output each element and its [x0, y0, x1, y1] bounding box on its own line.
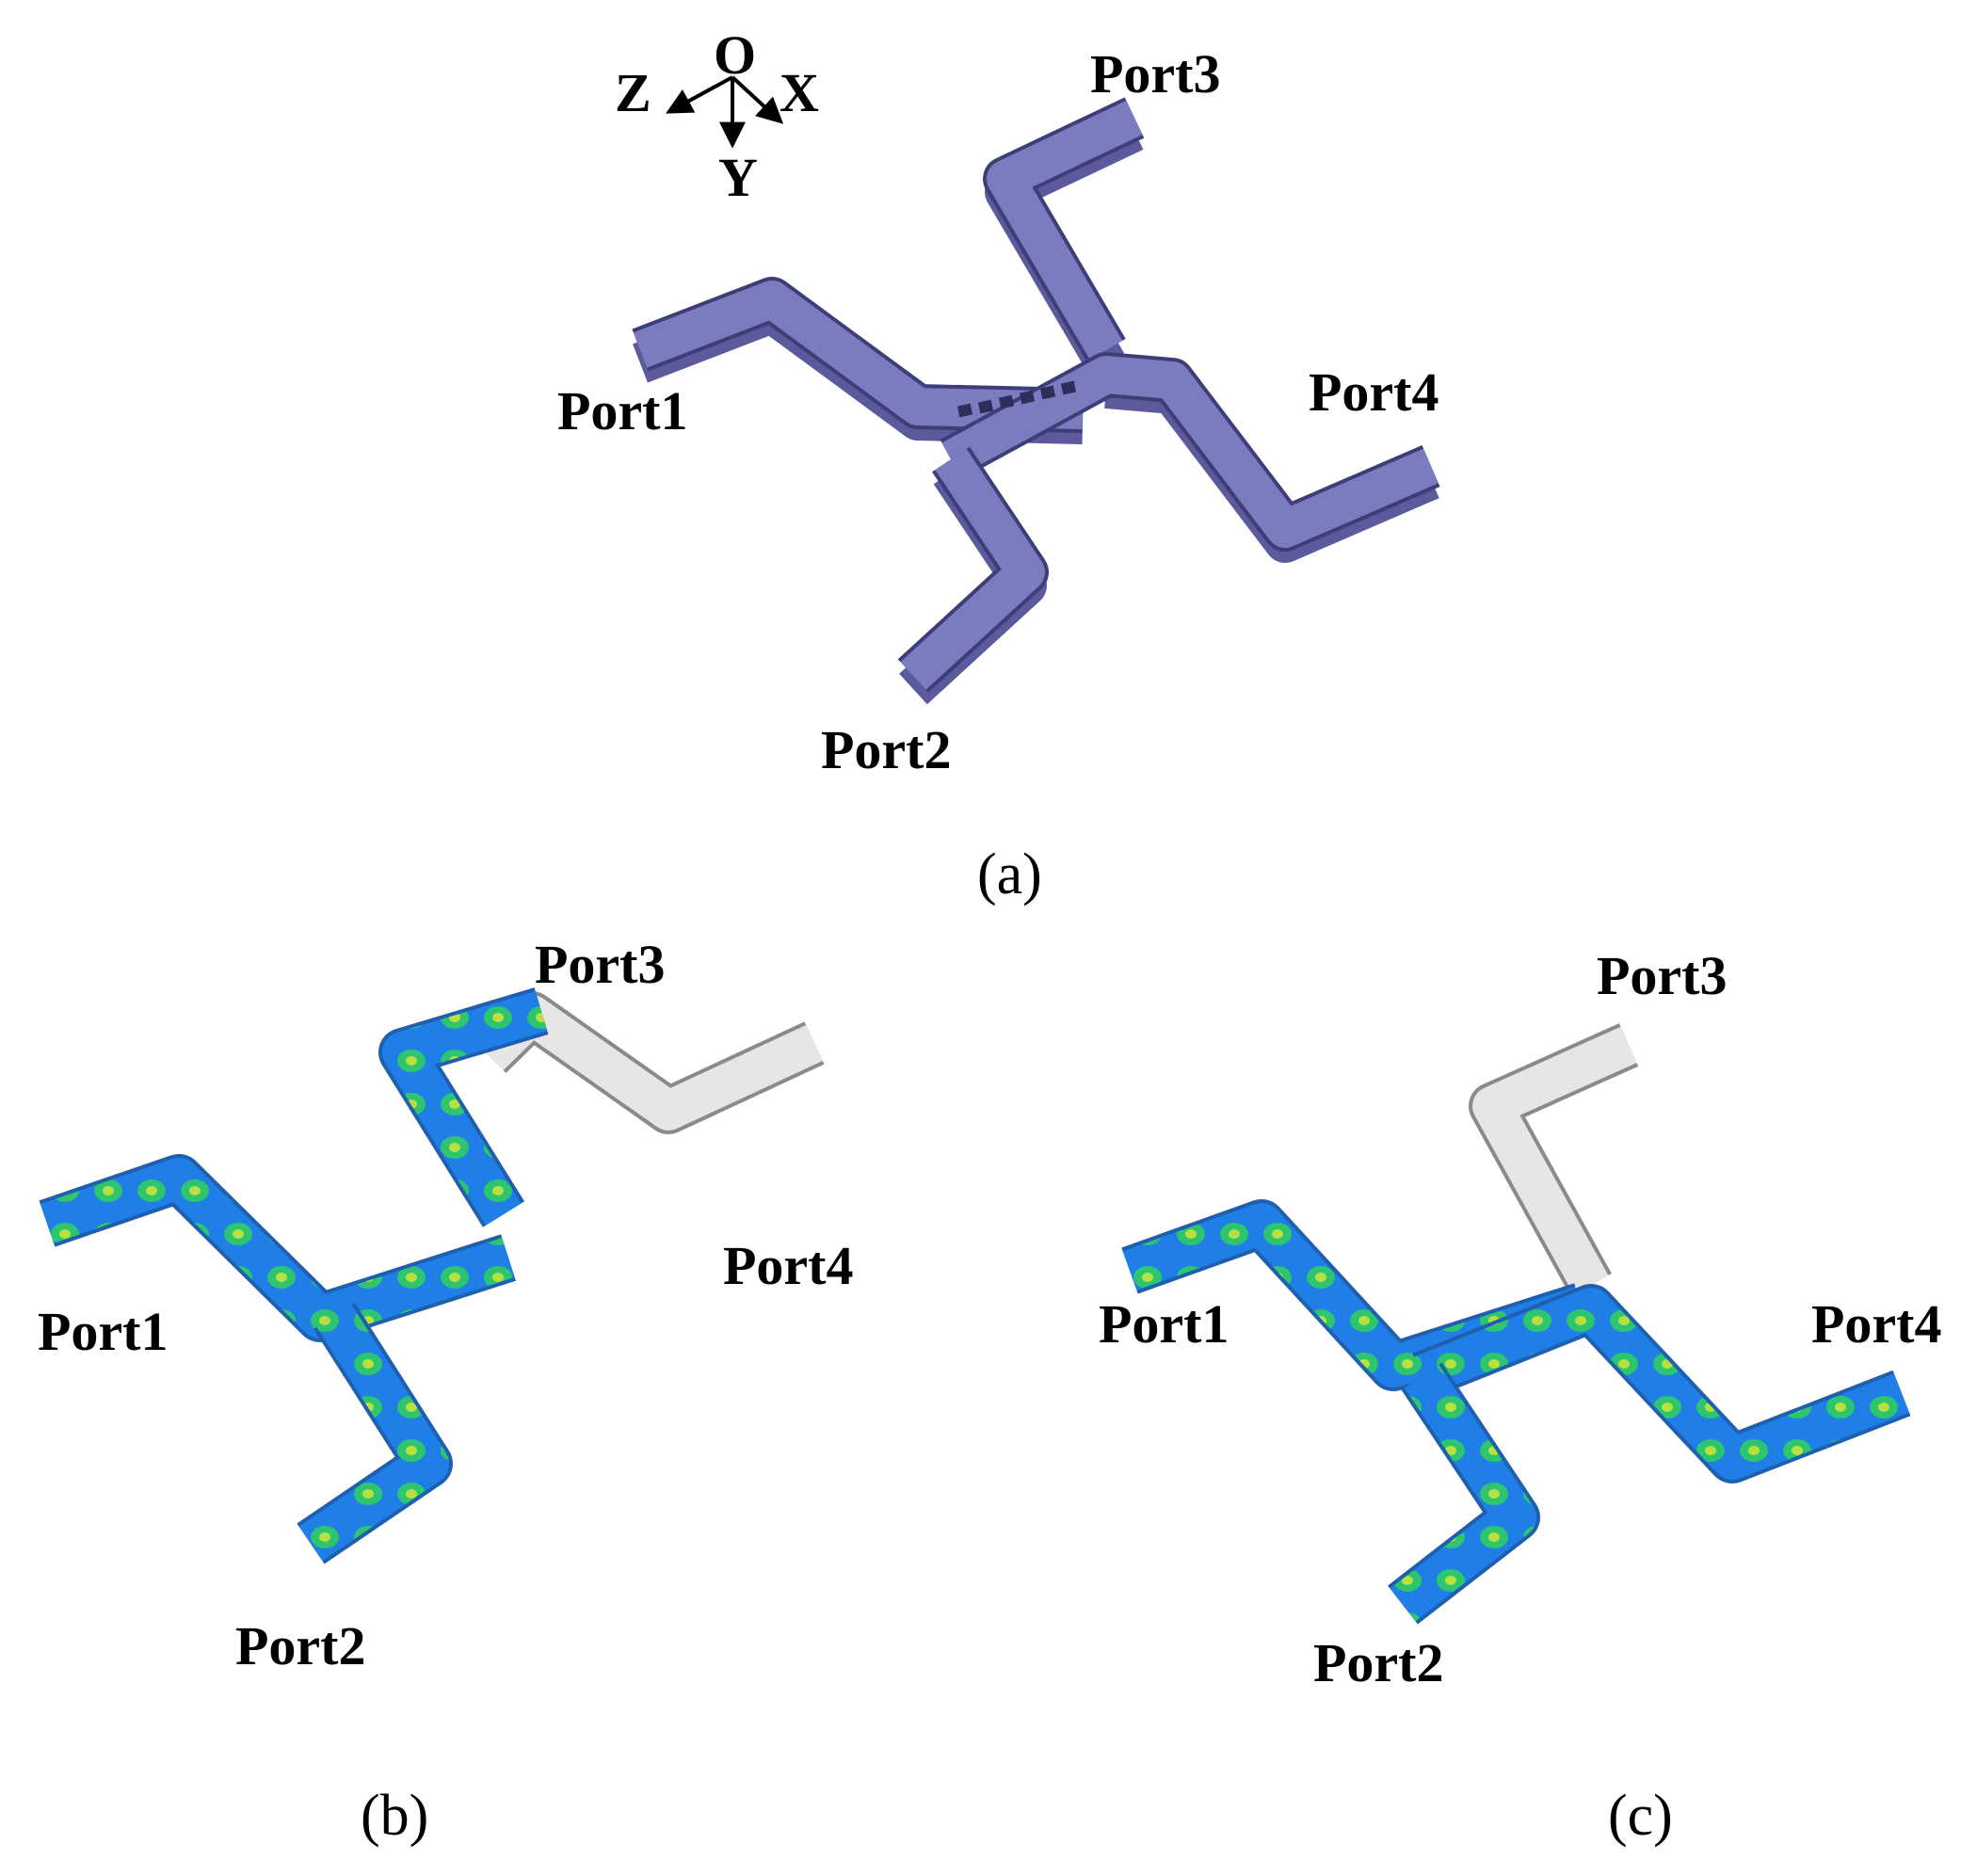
axis-y-label: Y — [718, 147, 758, 208]
axes-indicator — [666, 75, 784, 149]
axis-x-label: X — [780, 62, 819, 123]
panel-b-field — [39, 987, 825, 1564]
panel-b-port3-label: Port3 — [535, 934, 666, 995]
panel-a-caption: (a) — [977, 842, 1042, 906]
panel-a-coupling-slots — [956, 380, 1077, 418]
axis-z-label: Z — [615, 62, 651, 123]
panel-a-coupler — [632, 75, 1440, 705]
panel-c-port1-label: Port1 — [1099, 1293, 1230, 1355]
panel-c-port4-label: Port4 — [1811, 1293, 1942, 1355]
panel-a-port4-label: Port4 — [1309, 361, 1439, 423]
panel-a-port2-label: Port2 — [821, 719, 952, 780]
panel-b-port2-label: Port2 — [235, 1615, 366, 1676]
panel-c-port2-label: Port2 — [1313, 1632, 1444, 1693]
panel-c-field — [1121, 1023, 1911, 1625]
panel-c-caption: (c) — [1608, 1784, 1673, 1848]
axis-z-arrow — [666, 75, 733, 114]
axis-x-arrow — [731, 75, 784, 124]
panel-a-waveguide-tops — [632, 97, 1440, 693]
panel-c-port3-label: Port3 — [1597, 945, 1728, 1006]
panel-b-caption: (b) — [361, 1784, 429, 1848]
panel-a-port1-label: Port1 — [557, 380, 688, 441]
axis-origin-label: O — [714, 24, 757, 86]
panel-b-port1-label: Port1 — [38, 1301, 169, 1362]
panel-b-port4-label: Port4 — [723, 1235, 854, 1296]
panel-a-port3-label: Port3 — [1090, 43, 1221, 104]
